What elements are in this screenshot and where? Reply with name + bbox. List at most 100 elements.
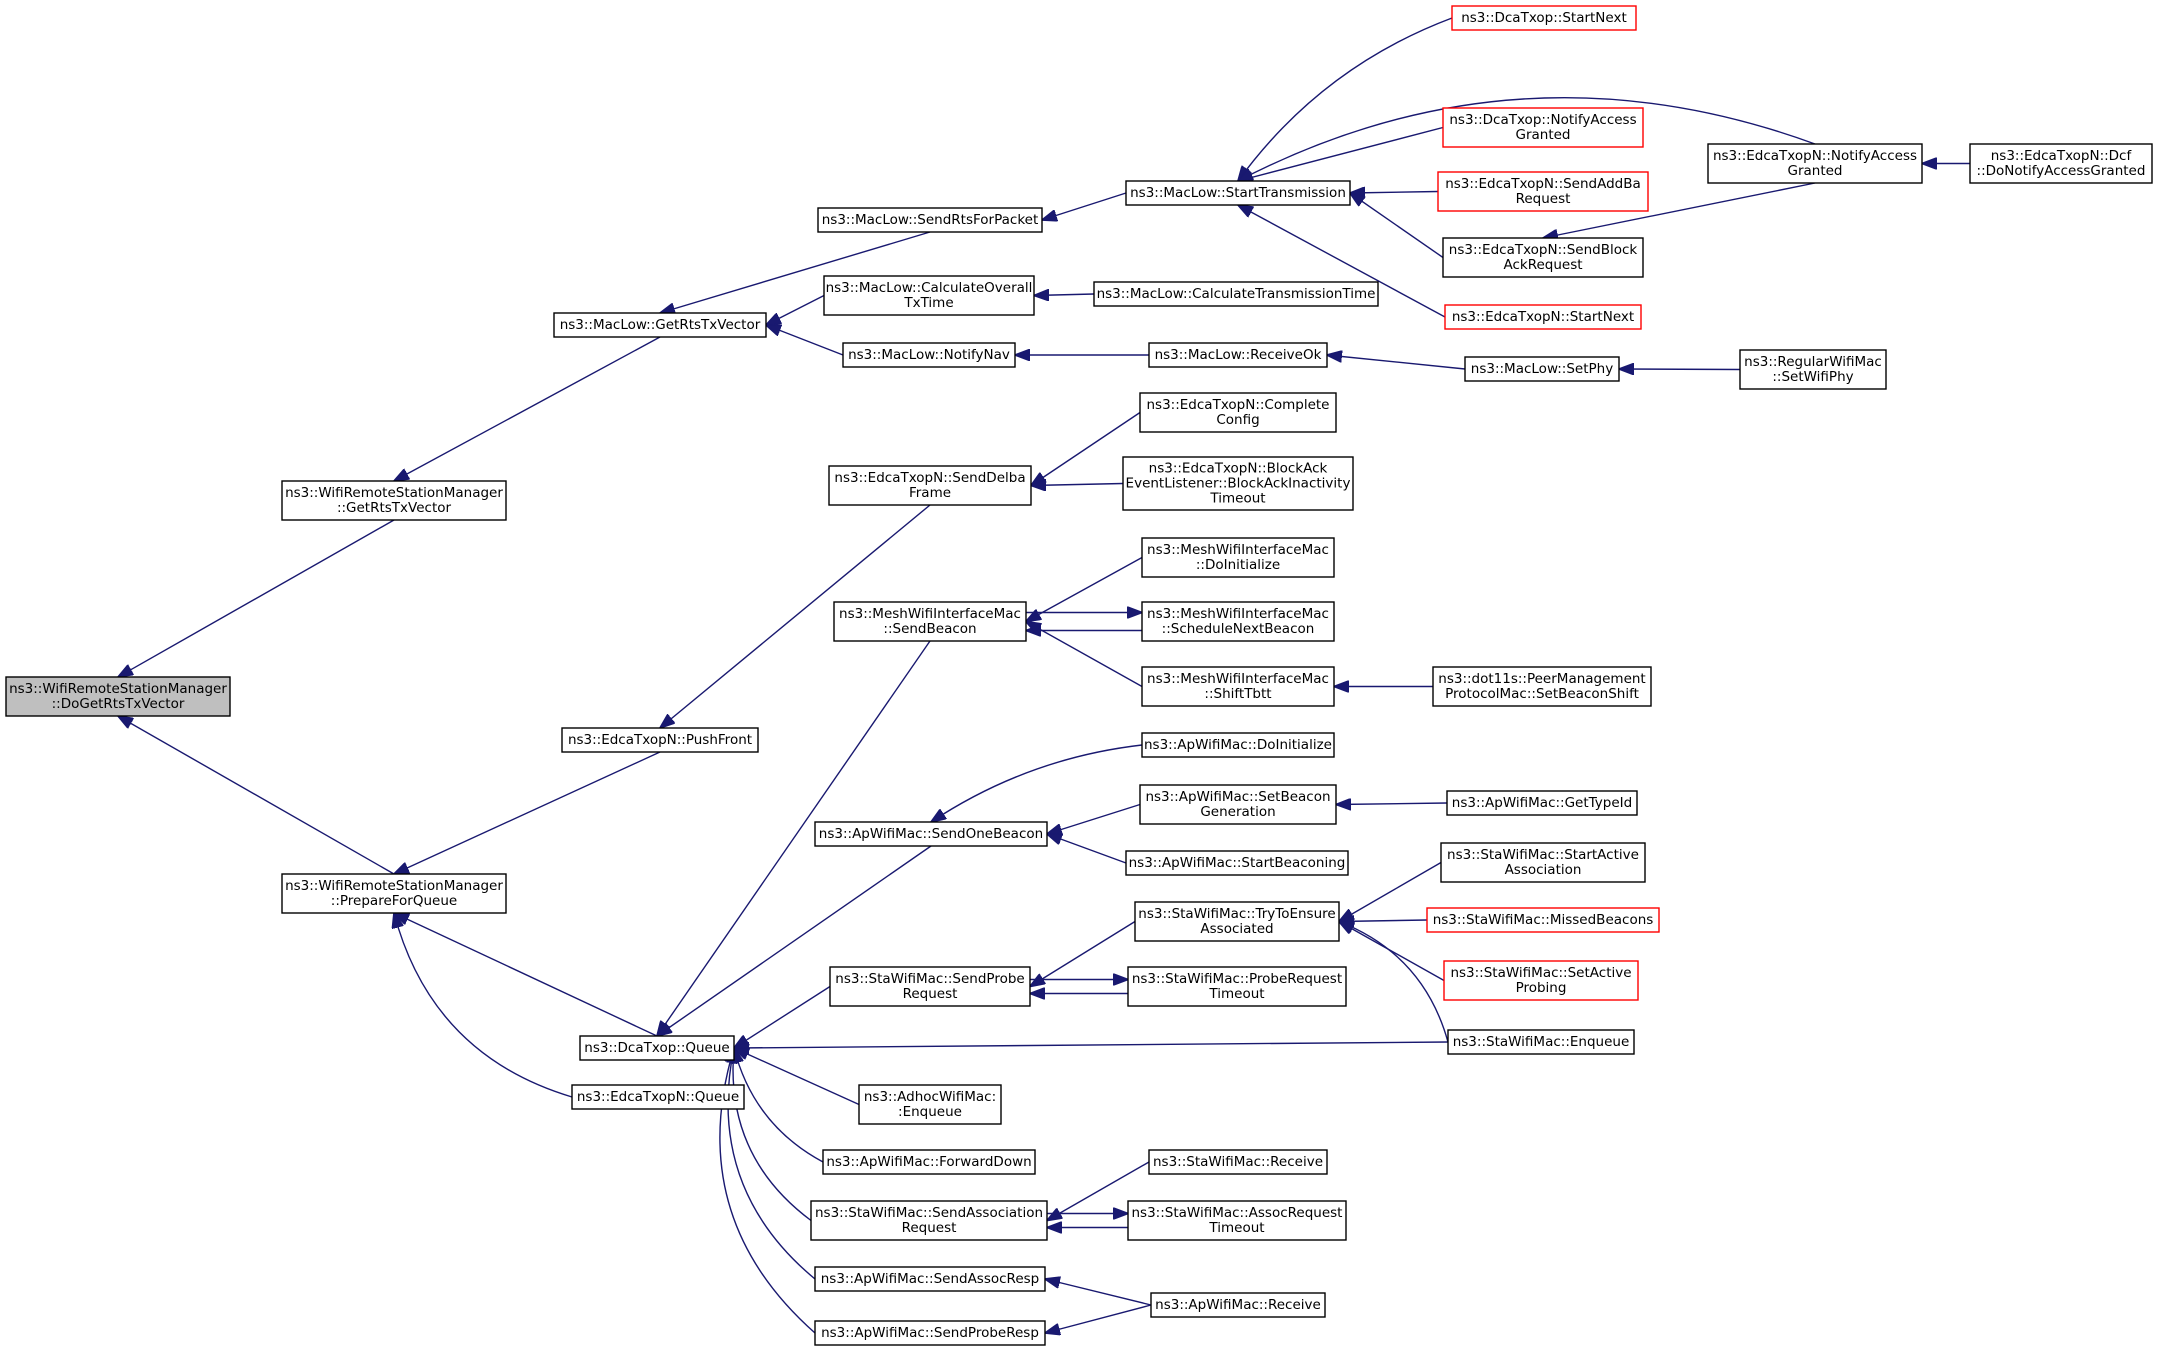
- node-maclow_calctx[interactable]: ns3::MacLow::CalculateTransmissionTime: [1093, 281, 1379, 307]
- node-ap_gettypeid[interactable]: ns3::ApWifiMac::GetTypeId: [1446, 790, 1638, 816]
- edge-edca_sendaddba-to-maclow_starttx: [1350, 192, 1439, 194]
- node-label-line: ns3::StaWifiMac::SetActive: [1450, 965, 1631, 981]
- edge-mesh_sendbeacon-to-dca_queue: [657, 640, 931, 1036]
- node-label-line: Probing: [1516, 980, 1567, 996]
- node-box: [817, 207, 1043, 233]
- edge-ap_sendassocresp-to-dca_queue: [728, 1048, 816, 1280]
- edge-edca_queue-to-wrsm_prep: [394, 913, 573, 1098]
- node-edca_dcf[interactable]: ns3::EdcaTxopN::Dcf::DoNotifyAccessGrant…: [1969, 143, 2153, 184]
- edge-adhoc_enqueue-to-dca_queue: [734, 1048, 860, 1106]
- node-box: [814, 1266, 1046, 1292]
- node-ap_startbeaconing[interactable]: ns3::ApWifiMac::StartBeaconing: [1125, 850, 1349, 876]
- node-label-line: Granted: [1787, 163, 1842, 179]
- node-edca_startnext[interactable]: ns3::EdcaTxopN::StartNext: [1444, 304, 1642, 330]
- node-label-line: ns3::EdcaTxopN::SendDelba: [834, 470, 1025, 486]
- node-label-line: ::SetWifiPhy: [1772, 369, 1853, 385]
- node-dca_startnext[interactable]: ns3::DcaTxop::StartNext: [1451, 5, 1637, 31]
- node-mesh_sendbeacon[interactable]: ns3::MeshWifiInterfaceMac::SendBeacon: [833, 601, 1027, 642]
- node-ap_sendproberesp[interactable]: ns3::ApWifiMac::SendProbeResp: [814, 1320, 1046, 1346]
- edge-edca_startnext-to-maclow_starttx: [1238, 205, 1446, 318]
- node-mesh_doinit[interactable]: ns3::MeshWifiInterfaceMac::DoInitialize: [1141, 537, 1335, 578]
- node-layer: ns3::WifiRemoteStationManager::DoGetRtsT…: [5, 5, 2153, 1346]
- node-box: [553, 312, 767, 338]
- node-box: [1447, 1029, 1635, 1055]
- edge-ap_sendonebeacon-to-dca_queue: [657, 845, 932, 1036]
- node-label-line: Timeout: [1208, 986, 1264, 1002]
- node-box: [1464, 356, 1620, 382]
- node-box: [1141, 601, 1335, 642]
- edge-maclow_calcoverall-to-maclow_getrts: [766, 294, 825, 326]
- node-adhoc_enqueue[interactable]: ns3::AdhocWifiMac::Enqueue: [858, 1084, 1002, 1125]
- node-root[interactable]: ns3::WifiRemoteStationManager::DoGetRtsT…: [5, 676, 231, 717]
- node-maclow_starttx[interactable]: ns3::MacLow::StartTransmission: [1125, 180, 1351, 206]
- edge-dca_queue-to-wrsm_prep: [394, 913, 658, 1037]
- node-dca_queue[interactable]: ns3::DcaTxop::Queue: [579, 1035, 735, 1061]
- node-maclow_receiveok[interactable]: ns3::MacLow::ReceiveOk: [1148, 342, 1328, 368]
- node-label-line: ns3::ApWifiMac::DoInitialize: [1144, 737, 1332, 753]
- edge-sta_enqueue-to-sta_trytoensure: [1339, 922, 1449, 1043]
- node-label-line: ns3::AdhocWifiMac:: [864, 1089, 996, 1105]
- node-dca_notifyaccess[interactable]: ns3::DcaTxop::NotifyAccessGranted: [1442, 107, 1644, 148]
- node-label-line: ns3::EdcaTxopN::StartNext: [1452, 309, 1634, 325]
- node-box: [1125, 180, 1351, 206]
- node-dot11s_setbeaconshift[interactable]: ns3::dot11s::PeerManagementProtocolMac::…: [1432, 666, 1652, 707]
- node-label-line: Granted: [1515, 127, 1570, 143]
- node-edca_blockackinact[interactable]: ns3::EdcaTxopN::BlockAckEventListener::B…: [1122, 456, 1354, 511]
- node-ap_forwarddown[interactable]: ns3::ApWifiMac::ForwardDown: [822, 1149, 1036, 1175]
- node-ap_doinit[interactable]: ns3::ApWifiMac::DoInitialize: [1141, 732, 1335, 758]
- node-ap_receive[interactable]: ns3::ApWifiMac::Receive: [1150, 1292, 1326, 1318]
- node-maclow_setphy[interactable]: ns3::MacLow::SetPhy: [1464, 356, 1620, 382]
- node-label-line: ns3::MacLow::StartTransmission: [1130, 185, 1346, 201]
- node-wrsm_getrts[interactable]: ns3::WifiRemoteStationManager::GetRtsTxV…: [281, 480, 507, 521]
- node-box: [1739, 349, 1887, 390]
- node-edca_pushfront[interactable]: ns3::EdcaTxopN::PushFront: [561, 727, 759, 753]
- node-label-line: Associated: [1200, 921, 1273, 937]
- node-label-line: ns3::MeshWifiInterfaceMac: [1147, 542, 1329, 558]
- node-label-line: ns3::MacLow::GetRtsTxVector: [560, 317, 761, 333]
- node-sta_enqueue[interactable]: ns3::StaWifiMac::Enqueue: [1447, 1029, 1635, 1055]
- node-maclow_notifynav[interactable]: ns3::MacLow::NotifyNav: [842, 342, 1016, 368]
- edge-wrsm_prep-to-root: [118, 716, 395, 875]
- node-box: [1139, 784, 1337, 825]
- node-label-line: ns3::ApWifiMac::SendOneBeacon: [819, 826, 1043, 842]
- node-box: [1139, 392, 1337, 433]
- node-label-line: ns3::StaWifiMac::SendProbe: [835, 971, 1024, 987]
- node-label-line: Generation: [1200, 804, 1275, 820]
- node-box: [1148, 1149, 1328, 1175]
- node-box: [842, 342, 1016, 368]
- node-edca_notifyaccess[interactable]: ns3::EdcaTxopN::NotifyAccessGranted: [1707, 143, 1923, 184]
- node-mesh_shifttbtt[interactable]: ns3::MeshWifiInterfaceMac::ShiftTbtt: [1141, 666, 1335, 707]
- node-label-line: ::ShiftTbtt: [1204, 686, 1271, 702]
- edge-edca_pushfront-to-wrsm_prep: [394, 751, 661, 874]
- edge-edca_notifyaccess-to-edca_sendblockack: [1543, 182, 1816, 238]
- node-label-line: ProtocolMac::SetBeaconShift: [1445, 686, 1639, 702]
- node-box: [281, 480, 507, 521]
- edge-sta_sendprobe-to-dca_queue: [734, 985, 831, 1049]
- node-ap_sendassocresp[interactable]: ns3::ApWifiMac::SendAssocResp: [814, 1266, 1046, 1292]
- node-label-line: ns3::MeshWifiInterfaceMac: [1147, 671, 1329, 687]
- node-regular_setwifiphy[interactable]: ns3::RegularWifiMac::SetWifiPhy: [1739, 349, 1887, 390]
- edge-maclow_starttx-to-maclow_sendrts: [1042, 192, 1127, 220]
- node-label-line: EventListener::BlockAckInactivity: [1126, 476, 1351, 492]
- node-sta_missedbeacons[interactable]: ns3::StaWifiMac::MissedBeacons: [1426, 907, 1660, 933]
- node-wrsm_prep[interactable]: ns3::WifiRemoteStationManager::PrepareFo…: [281, 873, 507, 914]
- node-maclow_getrts[interactable]: ns3::MacLow::GetRtsTxVector: [553, 312, 767, 338]
- node-sta_receive[interactable]: ns3::StaWifiMac::Receive: [1148, 1149, 1328, 1175]
- node-maclow_sendrts[interactable]: ns3::MacLow::SendRtsForPacket: [817, 207, 1043, 233]
- node-mesh_schedule[interactable]: ns3::MeshWifiInterfaceMac::ScheduleNextB…: [1141, 601, 1335, 642]
- node-edca_queue[interactable]: ns3::EdcaTxopN::Queue: [571, 1084, 745, 1110]
- node-ap_sendonebeacon[interactable]: ns3::ApWifiMac::SendOneBeacon: [814, 821, 1048, 847]
